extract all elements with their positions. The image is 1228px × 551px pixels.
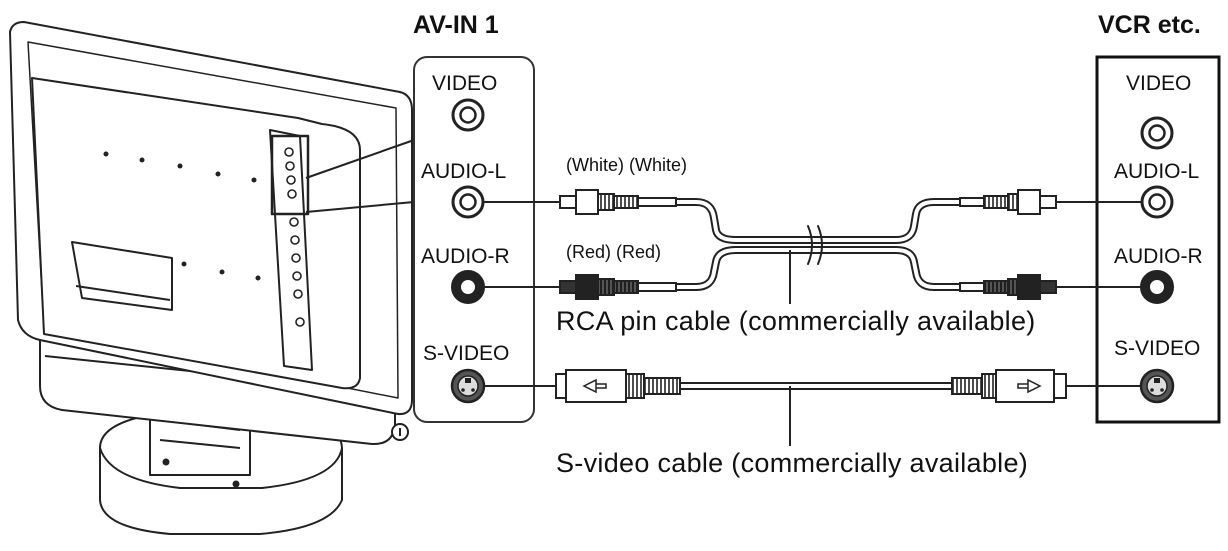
av-in-leader-lines [305, 139, 415, 213]
av-in-panel-frame [413, 56, 535, 423]
rca-red-tag: (Red) (Red) [566, 242, 662, 262]
av-in-audio-l-jack [451, 185, 485, 219]
vcr-s-video-jack [1139, 368, 1175, 404]
av-in-video-jack [451, 98, 485, 132]
vcr-title: VCR etc. [1098, 11, 1201, 39]
av-in-audio-l-label: AUDIO-L [421, 160, 507, 183]
av-in-s-video-jack [450, 368, 486, 404]
rca-white-tag: (White) (White) [566, 155, 687, 175]
vcr-s-video-label: S-VIDEO [1114, 337, 1201, 360]
tv-terminal-column [269, 129, 313, 371]
rca-red-plug-right [959, 274, 1141, 300]
av-in-s-video-label: S-VIDEO [423, 342, 510, 365]
av-in-title: AV-IN 1 [413, 11, 499, 39]
tv-stand-base-edge [99, 447, 343, 489]
svideo-cable [484, 369, 1141, 403]
tv-rear-illustration [9, 21, 415, 535]
av-in-audio-r-jack [451, 270, 485, 304]
vcr-panel-frame [1095, 55, 1221, 424]
vcr-video-jack [1140, 116, 1174, 150]
av-in-panel [391, 56, 535, 441]
vcr-audio-r-jack [1140, 270, 1174, 304]
rca-white-plug-left [482, 189, 677, 215]
rca-white-wire [672, 198, 988, 244]
rca-cable [672, 198, 988, 291]
vcr-audio-l-label: AUDIO-L [1114, 160, 1200, 183]
av-in-video-label: VIDEO [432, 72, 498, 95]
vcr-audio-r-label: AUDIO-R [1114, 245, 1203, 268]
vcr-panel [1095, 55, 1221, 424]
vcr-video-label: VIDEO [1126, 72, 1192, 95]
rca-red-wire [672, 246, 988, 291]
rca-white-plug-right [959, 189, 1143, 215]
tv-av-in-highlight [270, 134, 310, 216]
rca-cable-caption: RCA pin cable (commercially available) [556, 306, 1036, 336]
svideo-cable-caption: S-video cable (commercially available) [556, 448, 1029, 478]
vcr-audio-l-jack [1140, 185, 1174, 219]
av-in-audio-r-label: AUDIO-R [421, 245, 510, 268]
rca-red-plug-left [484, 274, 677, 300]
